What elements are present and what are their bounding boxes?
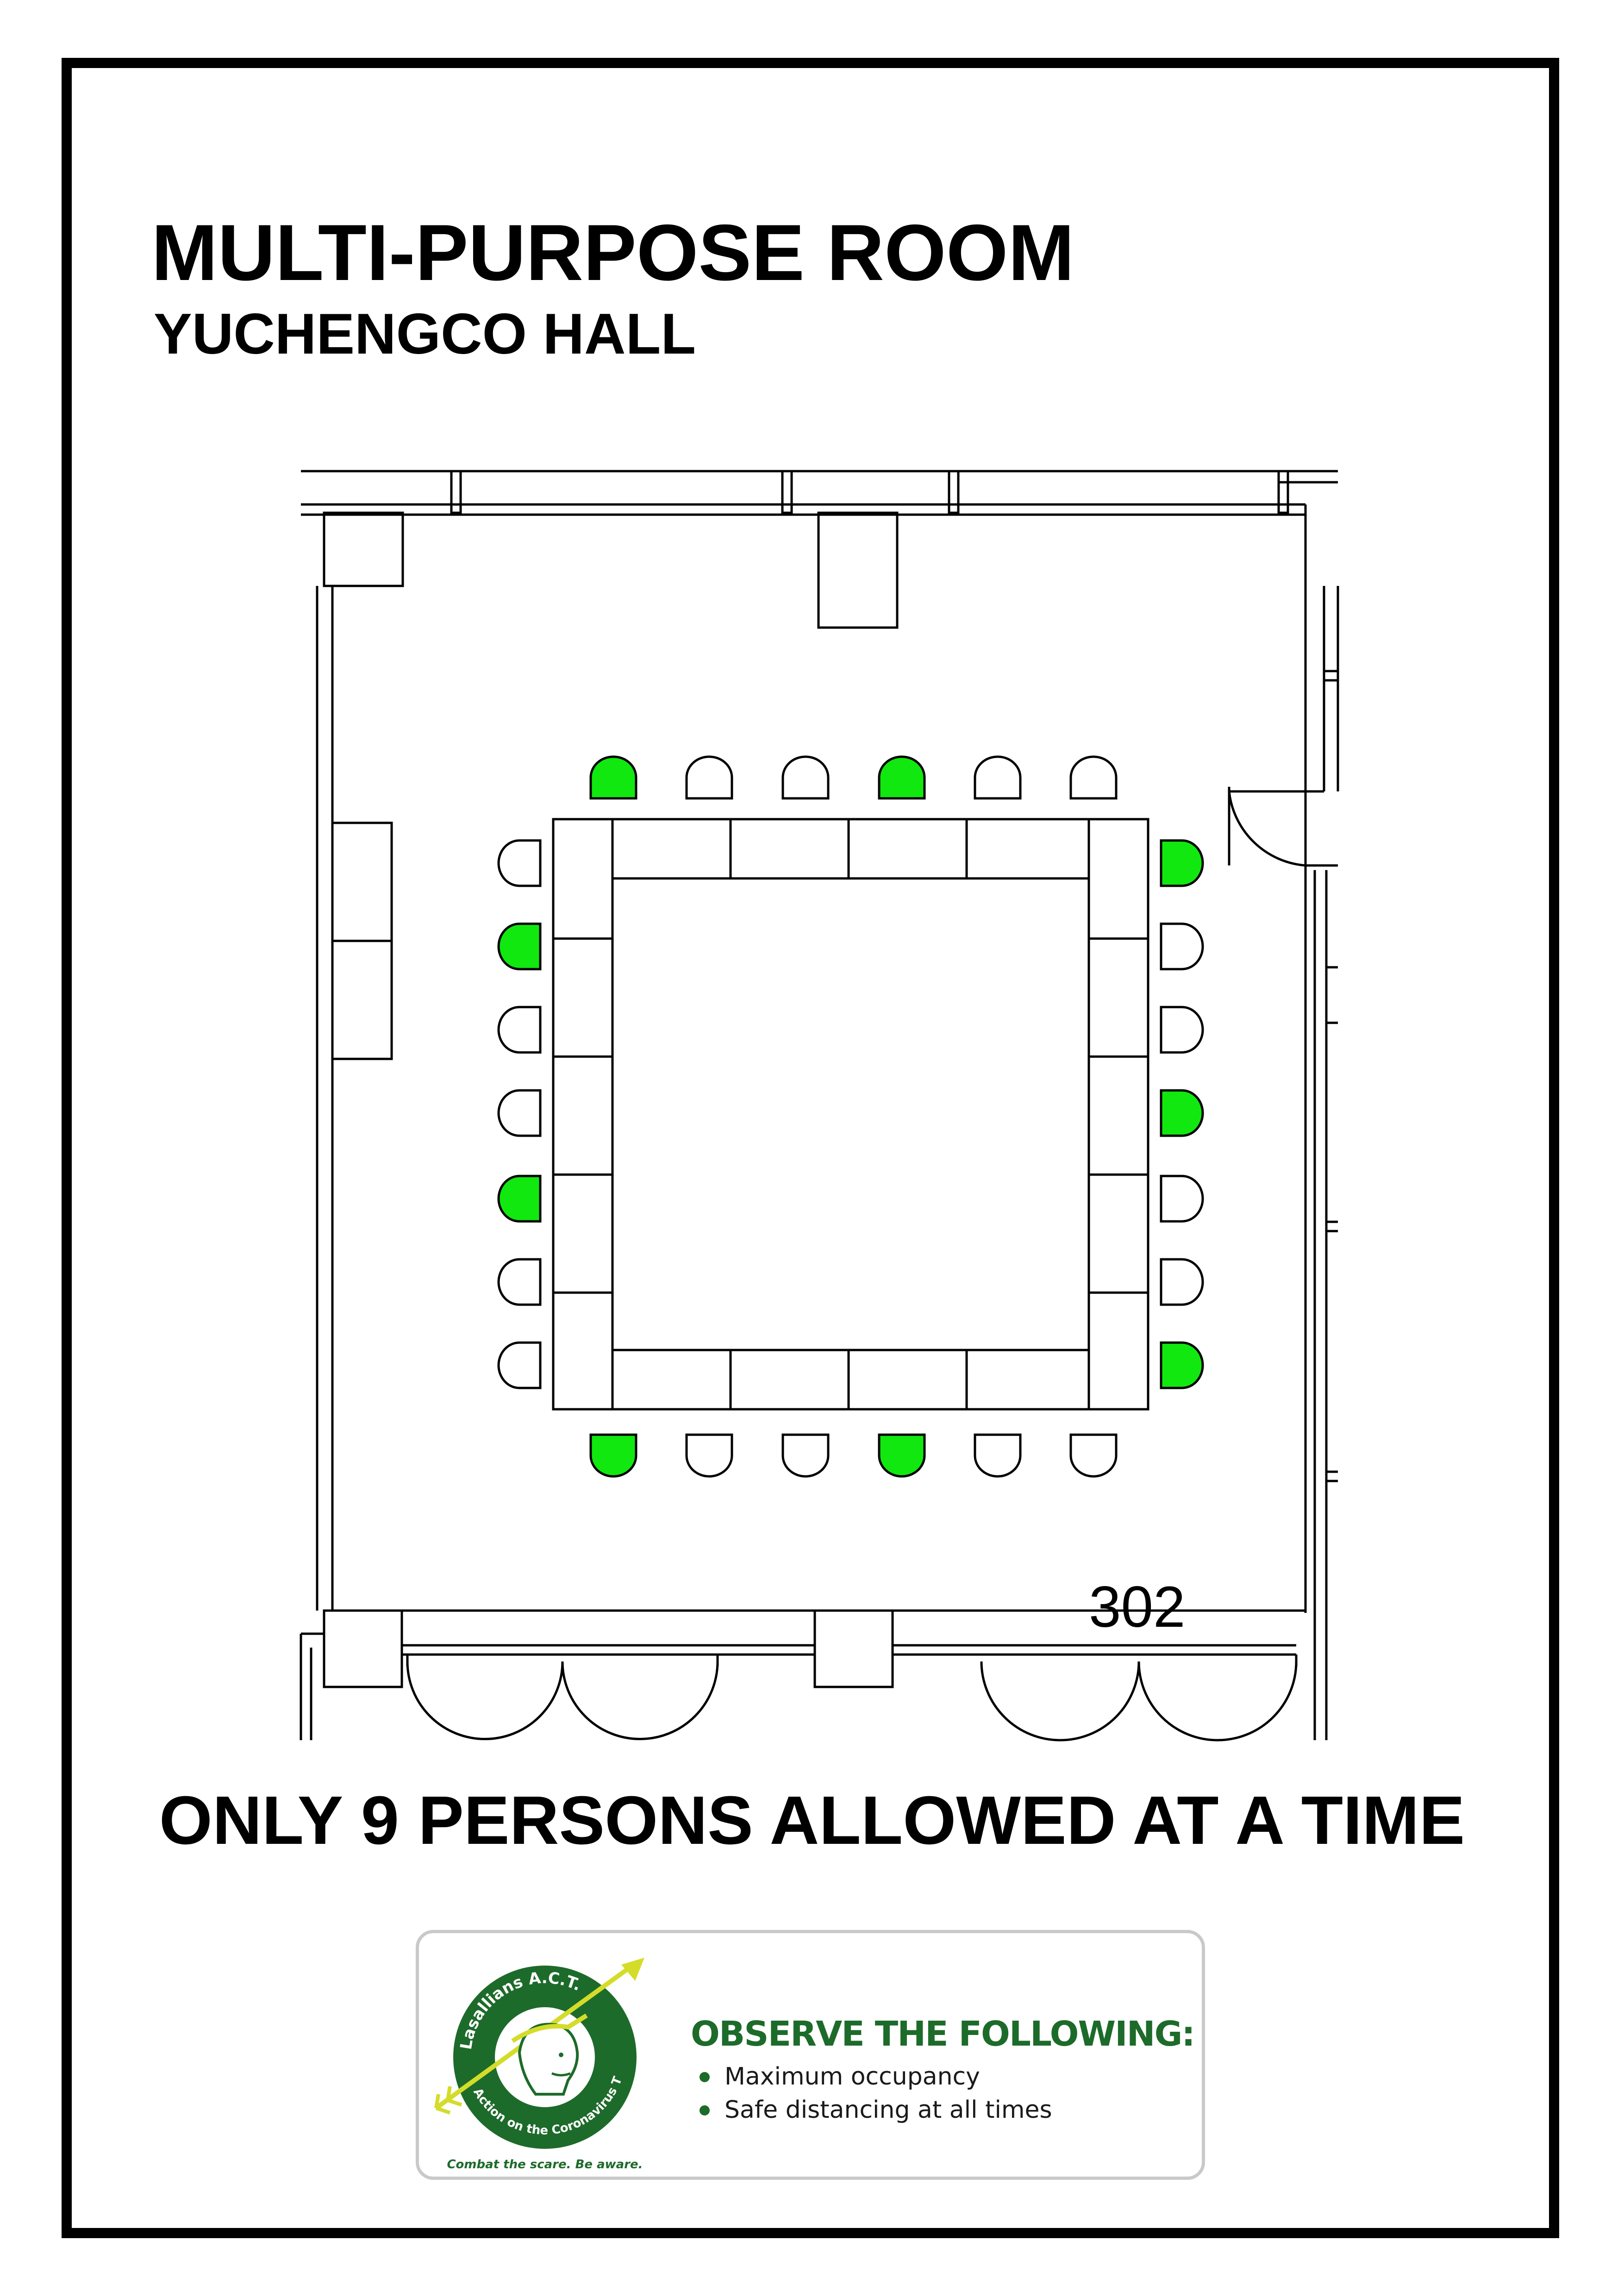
- seat-unavailable: [974, 1433, 1022, 1478]
- seat-available: [497, 1175, 542, 1223]
- seat-available: [1160, 1341, 1204, 1389]
- hero-head-icon: [518, 2022, 579, 2096]
- seat-available: [1160, 839, 1204, 887]
- seat-available: [497, 922, 542, 971]
- seat-unavailable: [497, 1258, 542, 1306]
- seat-unavailable: [781, 1433, 830, 1478]
- observe-heading: OBSERVE THE FOLLOWING:: [691, 2014, 1195, 2054]
- sign-border: [62, 58, 1559, 2238]
- seat-unavailable: [1160, 1258, 1204, 1306]
- seat-unavailable: [685, 1433, 733, 1478]
- list-item-text: Maximum occupancy: [725, 2063, 980, 2091]
- seat-available: [878, 1433, 926, 1478]
- page-title: MULTI-PURPOSE ROOM: [151, 208, 1074, 297]
- seat-unavailable: [1160, 1006, 1204, 1054]
- list-item: Safe distancing at all times: [697, 2095, 1052, 2128]
- page-subtitle: YUCHENGCO HALL: [154, 302, 696, 366]
- room-number: 302: [1089, 1575, 1186, 1639]
- logo-slogan: Combat the scare. Be aware.: [447, 2158, 643, 2172]
- seat-unavailable: [1160, 1175, 1204, 1223]
- occupancy-notice: ONLY 9 PERSONS ALLOWED AT A TIME: [159, 1782, 1465, 1859]
- seat-unavailable: [1069, 755, 1118, 800]
- seats: [497, 755, 1204, 1478]
- seat-unavailable: [497, 1006, 542, 1054]
- seat-unavailable: [685, 755, 733, 800]
- seat-unavailable: [497, 839, 542, 887]
- seat-unavailable: [781, 755, 830, 800]
- act-logo: Lasallians A.C.T. Action on the Coronavi…: [427, 1941, 644, 2172]
- seat-available: [589, 1433, 637, 1478]
- list-item-text: Safe distancing at all times: [725, 2096, 1052, 2124]
- bullet-icon: [700, 2072, 710, 2082]
- seat-available: [589, 755, 637, 800]
- seat-unavailable: [1069, 1433, 1118, 1478]
- room-walls: [300, 470, 1339, 1742]
- bullet-icon: [700, 2105, 710, 2116]
- seat-available: [878, 755, 926, 800]
- conference-table: [552, 818, 1149, 1411]
- seat-unavailable: [497, 1341, 542, 1389]
- seat-unavailable: [497, 1089, 542, 1137]
- observe-list: Maximum occupancy Safe distancing at all…: [697, 2062, 1052, 2128]
- seat-available: [1160, 1089, 1204, 1137]
- seat-unavailable: [974, 755, 1022, 800]
- list-item: Maximum occupancy: [697, 2062, 1052, 2095]
- seat-unavailable: [1160, 922, 1204, 971]
